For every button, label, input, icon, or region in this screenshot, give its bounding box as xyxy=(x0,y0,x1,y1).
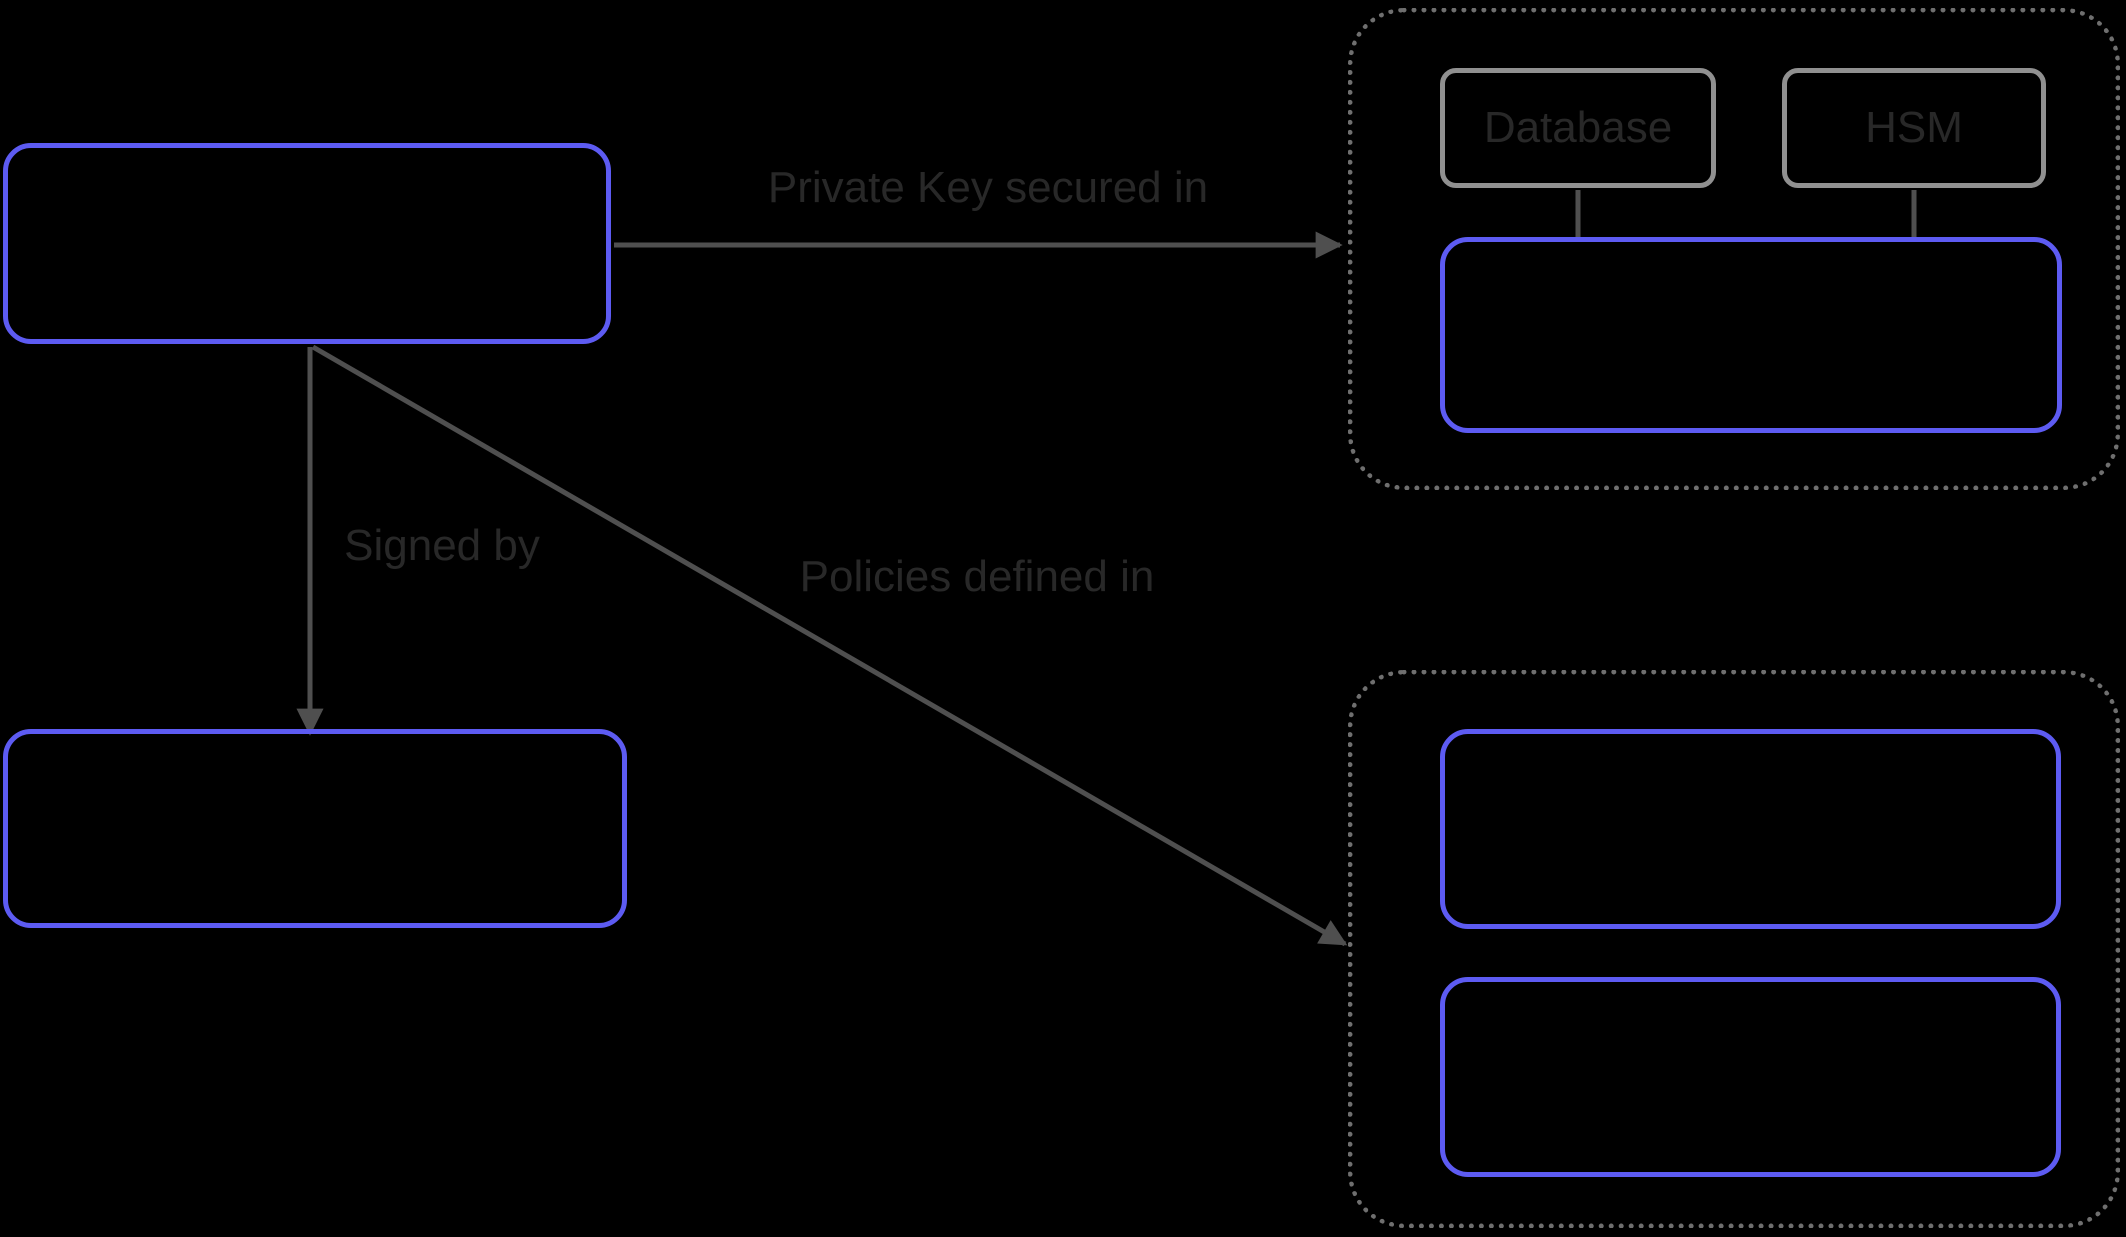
policies-edge-label: Policies defined in xyxy=(799,552,1155,601)
database-node-label: Database xyxy=(1483,103,1673,152)
policy-node-2 xyxy=(1440,977,2061,1177)
key-storage-group xyxy=(1348,8,2120,490)
private-key-edge-label: Private Key secured in xyxy=(767,163,1209,212)
signed-by-edge-label: Signed by xyxy=(344,521,540,570)
policies-group xyxy=(1348,670,2120,1228)
database-node: Database xyxy=(1440,68,1716,188)
policy-node-1 xyxy=(1440,729,2061,929)
node-top-left xyxy=(3,143,611,344)
hsm-node: HSM xyxy=(1782,68,2046,188)
key-storage-node xyxy=(1440,237,2062,433)
node-bottom-left xyxy=(3,729,627,928)
hsm-node-label: HSM xyxy=(1865,103,1963,152)
